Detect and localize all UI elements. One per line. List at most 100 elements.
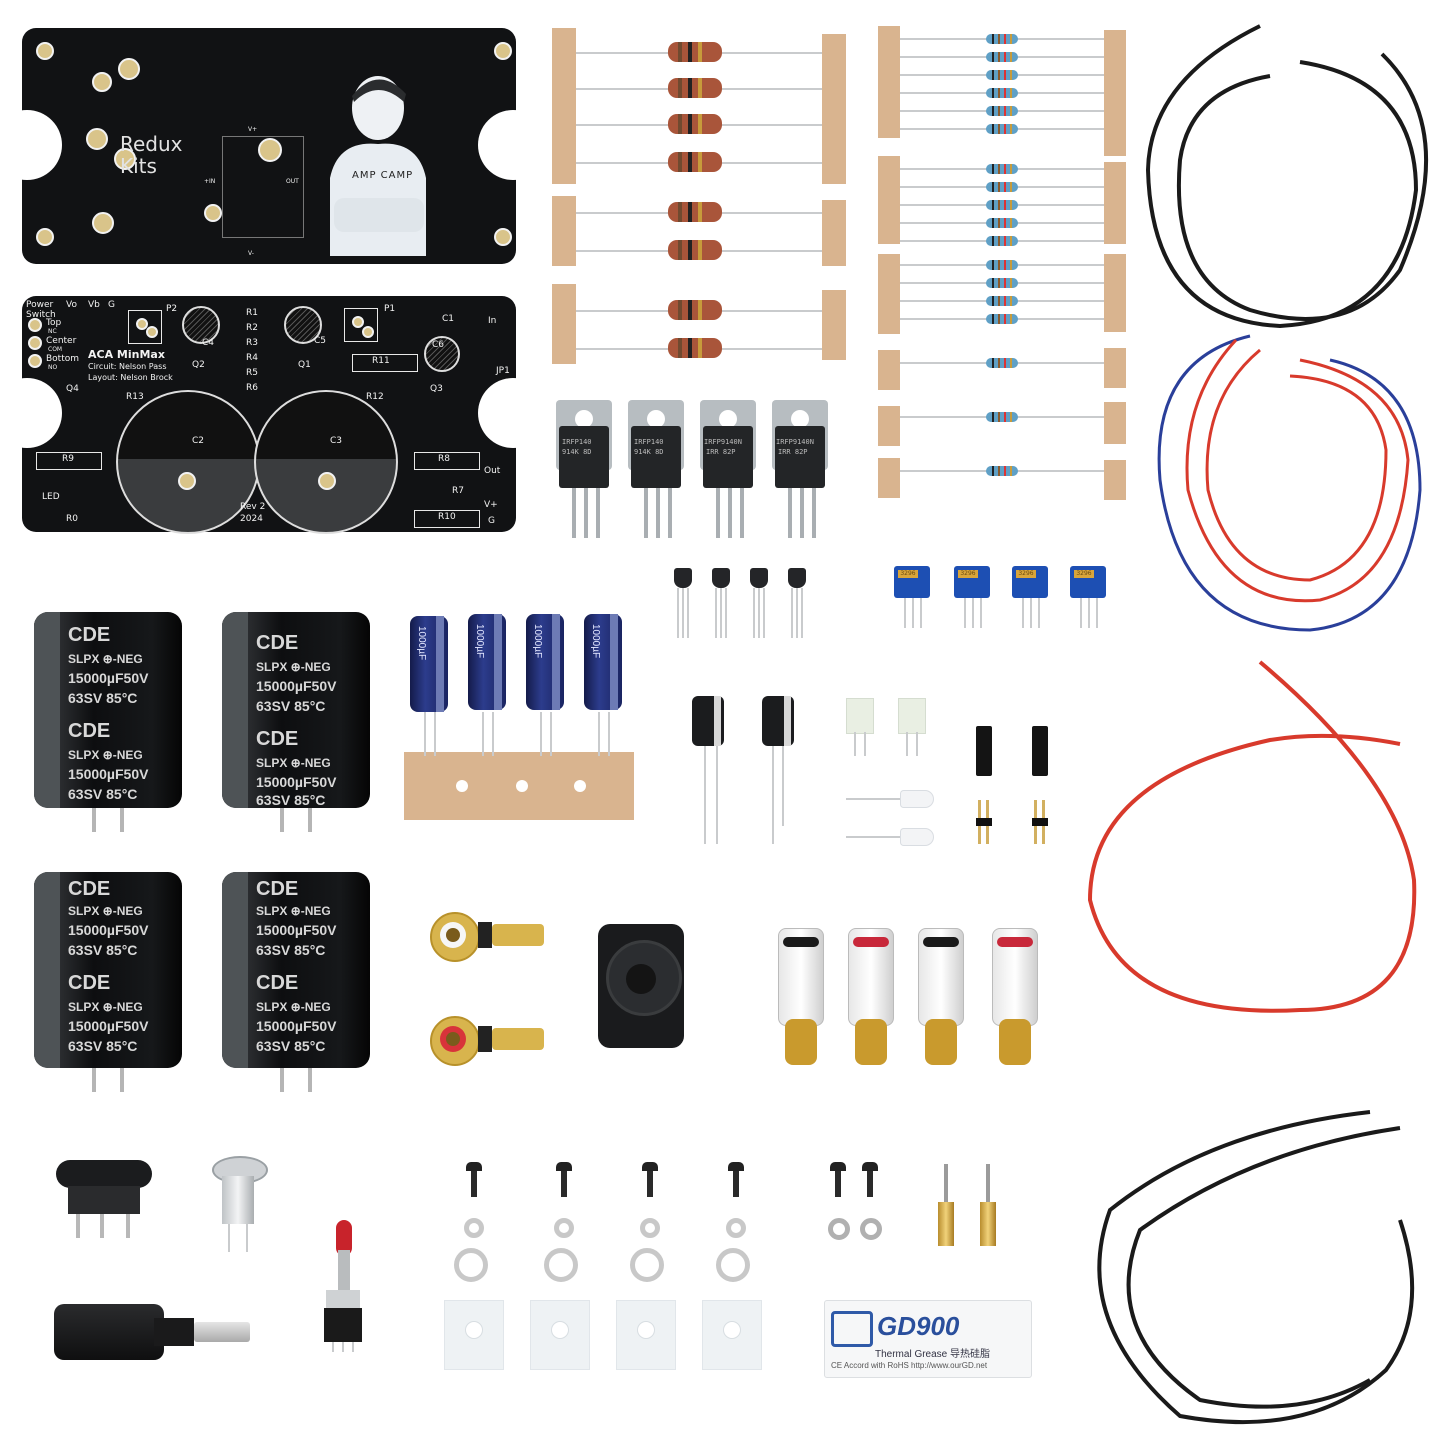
ecap-value: 1000µF	[474, 624, 485, 659]
gd-logo-icon	[831, 1311, 873, 1347]
ecap-lead	[598, 712, 600, 756]
binding-post-red	[848, 928, 894, 1065]
cap-surge: 63SV 85°C	[256, 942, 326, 958]
pcb-notch-left	[0, 110, 62, 180]
c2-label: C2	[192, 436, 205, 446]
trimmer-label: 3296	[958, 570, 978, 578]
mosfet-lead	[812, 488, 816, 538]
cap-surge: 63SV 85°C	[68, 690, 138, 706]
ecap-value: 1000µF	[416, 626, 427, 661]
transistor-lead	[796, 588, 798, 638]
trimmer-lead	[912, 598, 914, 628]
cap-terminal	[280, 1068, 284, 1092]
pcb-bottom-board: Power Switch Vo Vb G Top NC Center COM B…	[0, 296, 548, 534]
thermal-pad	[444, 1300, 504, 1370]
power-resistor	[668, 78, 722, 98]
rca-jack-red	[430, 1008, 550, 1068]
small-resistor	[986, 358, 1018, 368]
mosfet-lead	[596, 488, 600, 538]
cap-series: SLPX ⊕-NEG	[256, 660, 331, 674]
filter-capacitor: CDE SLPX ⊕-NEG 15000µF50V 63SV 85°C CDE …	[34, 872, 182, 1068]
mosfet-lead	[788, 488, 792, 538]
board-circuit-credit: Circuit: Nelson Pass	[88, 362, 167, 371]
small-resistor	[986, 34, 1018, 44]
transistor-lead	[801, 588, 803, 638]
r9-label: R9	[62, 454, 74, 464]
mosfet-irfp9140n	[772, 400, 828, 488]
bottom-sub-label: NO	[48, 364, 58, 371]
binding-post-black	[778, 928, 824, 1065]
r1-label: R1	[246, 308, 258, 318]
binding-post-red	[992, 928, 1038, 1065]
cap-terminal	[308, 1068, 312, 1092]
xlr-connector	[594, 920, 688, 1052]
cap-brand: CDE	[68, 720, 111, 742]
cap-surge: 63SV 85°C	[68, 1038, 138, 1054]
mosfet-lead	[740, 488, 744, 538]
electrolytic-capacitor-1000uf: 1000µF	[410, 616, 448, 712]
pin-header	[1032, 800, 1048, 844]
cap-value: 15000µF50V	[68, 922, 149, 938]
transistor-lead	[687, 588, 689, 638]
c5-label: C5	[314, 336, 327, 346]
jumper-shunt	[976, 726, 992, 776]
to92-transistor	[788, 568, 806, 588]
trimmer-pot: 3296	[894, 566, 930, 598]
r13-label: R13	[126, 392, 144, 402]
filter-capacitor: CDE SLPX ⊕-NEG 15000µF50V 63SV 85°C CDE …	[222, 872, 370, 1068]
film-capacitor	[846, 698, 874, 734]
cap-surge: 63SV 85°C	[256, 698, 326, 714]
mosfet-lead	[800, 488, 804, 538]
small-resistor	[986, 296, 1018, 306]
c3-label: C3	[330, 436, 343, 446]
c4-label: C4	[202, 338, 215, 348]
dc-power-jack	[212, 1156, 268, 1256]
mosfet-lead	[572, 488, 576, 538]
machine-screw	[862, 1162, 878, 1197]
c2-footprint	[116, 390, 260, 534]
transistor-lead	[720, 588, 722, 638]
r7-label: R7	[452, 486, 464, 496]
out-label: Out	[484, 466, 501, 476]
trimmer-lead	[904, 598, 906, 628]
cap-series: SLPX ⊕-NEG	[256, 756, 331, 770]
electrolytic-capacitor-1000uf: 1000µF	[468, 614, 506, 710]
flat-washer	[630, 1248, 664, 1282]
power-resistor	[668, 114, 722, 134]
trimmer-pot: 3296	[1012, 566, 1048, 598]
power-resistor	[668, 42, 722, 62]
small-resistor	[986, 164, 1018, 174]
cap-surge: 63SV 85°C	[256, 1038, 326, 1054]
r8-footprint	[414, 452, 480, 470]
r11-label: R11	[372, 356, 390, 366]
mosfet-label-line2: 914K 8D	[634, 448, 664, 456]
ecap-lead	[550, 712, 552, 756]
transistor-lead	[677, 588, 679, 638]
cap-value: 15000µF50V	[256, 774, 337, 790]
small-resistor	[986, 124, 1018, 134]
q2-label: Q2	[192, 360, 205, 370]
mosfet-irfp140	[556, 400, 612, 488]
small-resistor	[986, 52, 1018, 62]
black-wire-loop-bottom	[1097, 1110, 1415, 1425]
transistor-lead	[763, 588, 765, 638]
cap-value: 15000µF50V	[68, 766, 149, 782]
r0-label: R0	[66, 514, 78, 524]
star-washer	[828, 1218, 850, 1240]
vplus-label: V+	[484, 500, 498, 510]
film-capacitor	[898, 698, 926, 734]
to92-transistor	[750, 568, 768, 588]
cap-series: SLPX ⊕-NEG	[256, 904, 331, 918]
center-sub-label: COM	[48, 346, 63, 353]
filter-capacitor: CDE SLPX ⊕-NEG 15000µF50V 63SV 85°C CDE …	[222, 612, 370, 808]
mosfet-lead	[728, 488, 732, 538]
electrolytic-capacitor-1000uf: 1000µF	[584, 614, 622, 710]
pcb-notch-left	[0, 378, 62, 448]
cap-brand: CDE	[256, 632, 299, 654]
cap-terminal	[92, 808, 96, 832]
lock-washer	[726, 1218, 746, 1238]
mosfet-label-line2: IRR 82P	[778, 448, 808, 456]
small-electrolytic-capacitor	[692, 696, 724, 746]
pin-vminus-label: V-	[248, 250, 254, 257]
power-resistor	[668, 152, 722, 172]
